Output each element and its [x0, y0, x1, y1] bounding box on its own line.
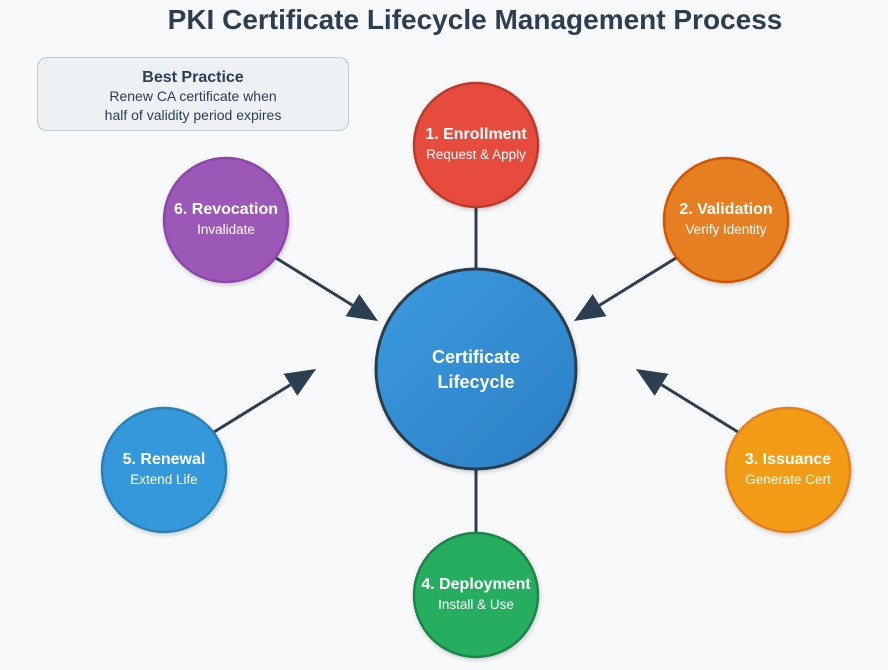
- step-circle-enrollment: [412, 81, 540, 209]
- note-title: Best Practice: [142, 69, 244, 86]
- step-subtitle-enrollment: Request & Apply: [426, 147, 526, 162]
- step-title-renewal: 5. Renewal: [123, 451, 206, 468]
- arrow-renewal-to-center: [213, 383, 292, 434]
- page-title: PKI Certificate Lifecycle Management Pro…: [167, 4, 783, 35]
- step-title-validation: 2. Validation: [679, 201, 772, 218]
- arrowhead-validation: [574, 294, 607, 321]
- step-circle-revocation: [162, 156, 290, 284]
- step-subtitle-issuance: Generate Cert: [745, 472, 831, 487]
- step-subtitle-validation: Verify Identity: [685, 222, 766, 237]
- arrow-validation-to-center: [598, 256, 677, 307]
- center-label-line-1: Certificate: [432, 347, 520, 367]
- best-practice-note: Best Practice Renew CA certificate when …: [37, 57, 349, 131]
- center-label-line-2: Lifecycle: [437, 372, 514, 392]
- step-subtitle-deployment: Install & Use: [438, 597, 514, 612]
- step-title-issuance: 3. Issuance: [745, 451, 831, 468]
- arrow-issuance-to-center: [660, 383, 739, 434]
- step-subtitle-renewal: Extend Life: [130, 472, 198, 487]
- center-node: Certificate Lifecycle: [374, 267, 578, 471]
- step-title-revocation: 6. Revocation: [174, 201, 278, 218]
- note-line-2: half of validity period expires: [104, 107, 282, 123]
- step-title-enrollment: 1. Enrollment: [425, 126, 527, 143]
- arrowhead-renewal: [283, 369, 316, 396]
- step-title-deployment: 4. Deployment: [421, 576, 531, 593]
- step-subtitle-revocation: Invalidate: [197, 222, 255, 237]
- arrowhead-revocation: [345, 294, 378, 321]
- step-circle-validation: [662, 156, 790, 284]
- step-circle-issuance: [724, 406, 852, 534]
- step-circle-deployment: [412, 531, 540, 659]
- arrow-revocation-to-center: [275, 256, 354, 307]
- note-line-1: Renew CA certificate when: [109, 88, 277, 104]
- step-circle-renewal: [100, 406, 228, 534]
- arrowhead-issuance: [636, 369, 669, 396]
